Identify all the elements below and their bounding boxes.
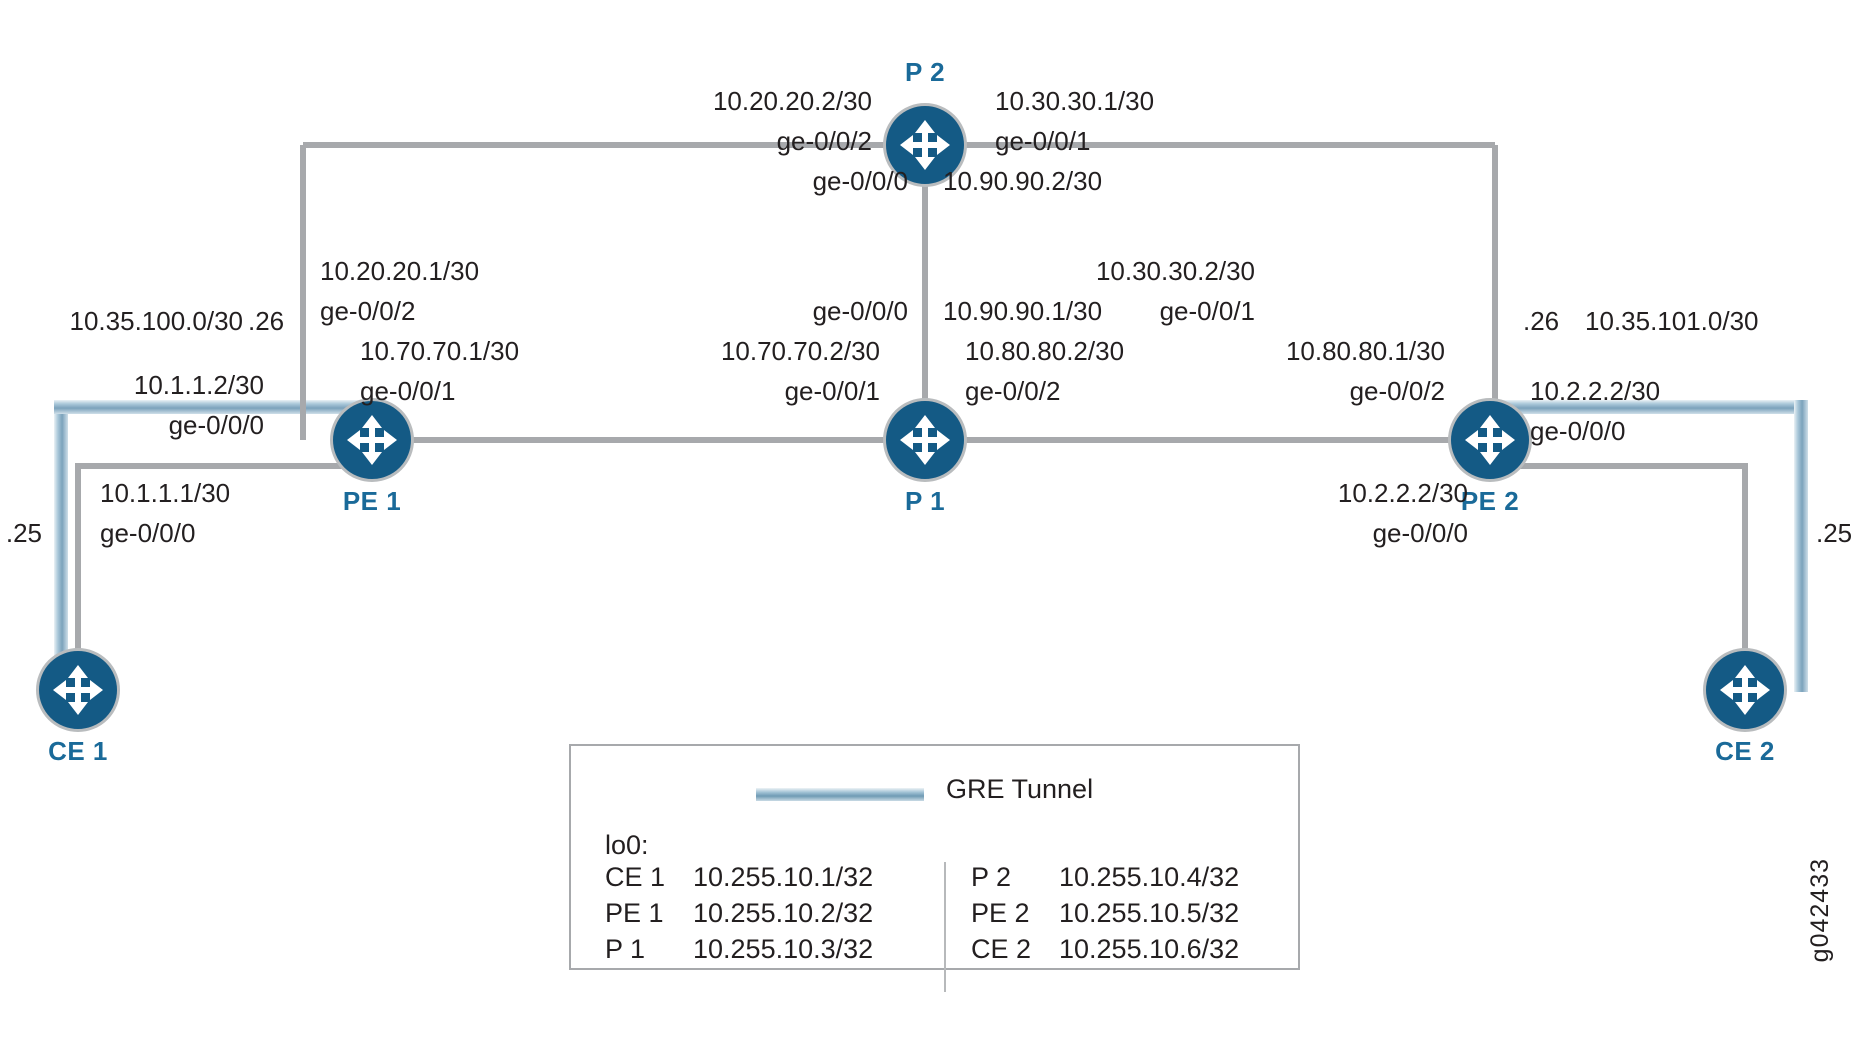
legend-address: 10.255.10.2/32 — [693, 898, 874, 928]
label-p1-up-interface: ge-0/0/0 — [812, 296, 908, 326]
label-p1-right-address: 10.80.80.2/30 — [965, 336, 1125, 366]
legend-device: CE 2 — [971, 934, 1032, 964]
router-icon — [900, 120, 950, 170]
legend-row: PE 1 10.255.10.2/32 — [605, 898, 873, 934]
label-pe2-left-address: 10.80.80.1/30 — [1285, 336, 1445, 366]
legend-panel: GRE Tunnel lo0: CE 1 10.255.10.1/32 PE 1… — [569, 744, 1300, 992]
gre-tunnel-pe2-ce2 — [1490, 400, 1808, 692]
label-pe1-gre-network: 10.35.100.0/30 — [69, 306, 244, 336]
legend-address: 10.255.10.1/32 — [693, 862, 874, 892]
label-ce2-interface: ge-0/0/0 — [1372, 518, 1468, 548]
legend-address: 10.255.10.3/32 — [693, 934, 874, 964]
label-p2-down-interface: ge-0/0/0 — [812, 166, 908, 196]
label-pe2-gre-host: .26 — [1523, 306, 1560, 336]
label-ce1-interface: ge-0/0/0 — [100, 518, 196, 548]
legend-lo0-heading: lo0: — [605, 830, 649, 860]
label-p1-left-interface: ge-0/0/1 — [784, 376, 880, 406]
label-pe1-right-interface: ge-0/0/1 — [360, 376, 456, 406]
legend-address: 10.255.10.6/32 — [1059, 934, 1240, 964]
node-label-ce1: CE 1 — [48, 736, 108, 766]
router-icon — [900, 415, 950, 465]
legend-device: CE 1 — [605, 862, 666, 892]
label-ce1-gre-host: .25 — [5, 518, 42, 548]
legend-gre-label: GRE Tunnel — [946, 774, 1094, 804]
router-disc — [883, 103, 967, 187]
node-label-pe2: PE 2 — [1460, 486, 1520, 516]
legend-row: PE 2 10.255.10.5/32 — [971, 898, 1239, 934]
label-pe2-up-interface: ge-0/0/1 — [1159, 296, 1255, 326]
node-label-ce2: CE 2 — [1715, 736, 1775, 766]
legend-column-divider — [944, 862, 946, 992]
label-pe1-gre-host: .26 — [248, 306, 285, 336]
label-p2-down-address: 10.90.90.2/30 — [943, 166, 1103, 196]
router-icon — [53, 665, 103, 715]
label-ce2-gre-host: .25 — [1816, 518, 1853, 548]
node-label-p1: P 1 — [904, 486, 946, 516]
legend-loopback-table-right: P 2 10.255.10.4/32 PE 2 10.255.10.5/32 C… — [971, 862, 1239, 970]
node-label-p2: P 2 — [904, 57, 946, 87]
label-pe1-right-address: 10.70.70.1/30 — [360, 336, 520, 366]
label-pe2-up-address: 10.30.30.2/30 — [1095, 256, 1255, 286]
label-pe2-right-interface: ge-0/0/0 — [1530, 416, 1626, 446]
label-pe1-up-address: 10.20.20.1/30 — [320, 256, 480, 286]
label-p1-right-interface: ge-0/0/2 — [965, 376, 1061, 406]
label-p2-left-address: 10.20.20.2/30 — [712, 86, 872, 116]
legend-device: PE 2 — [971, 898, 1030, 928]
legend-row: CE 1 10.255.10.1/32 — [605, 862, 873, 898]
figure-id-watermark: g042433 — [1806, 858, 1834, 963]
label-pe1-up-interface: ge-0/0/2 — [320, 296, 416, 326]
router-icon — [1720, 665, 1770, 715]
label-pe1-left-address: 10.1.1.2/30 — [133, 370, 264, 400]
legend-loopback-table-left: CE 1 10.255.10.1/32 PE 1 10.255.10.2/32 … — [605, 862, 873, 970]
gre-tunnel-ce1-pe1 — [54, 400, 372, 692]
label-ce1-address: 10.1.1.1/30 — [100, 478, 231, 508]
label-pe2-left-interface: ge-0/0/2 — [1349, 376, 1445, 406]
label-pe2-gre-network: 10.35.101.0/30 — [1585, 306, 1759, 336]
node-label-pe1: PE 1 — [342, 486, 402, 516]
legend-device: PE 1 — [605, 898, 664, 928]
label-pe2-right-address: 10.2.2.2/30 — [1530, 376, 1661, 406]
gre-tunnel-swatch — [756, 788, 924, 801]
label-ce2-address: 10.2.2.2/30 — [1337, 478, 1468, 508]
label-p1-up-address: 10.90.90.1/30 — [943, 296, 1103, 326]
router-icon — [347, 415, 397, 465]
link-ce1-pe1 — [75, 463, 372, 690]
label-p1-left-address: 10.70.70.2/30 — [720, 336, 880, 366]
router-disc — [36, 648, 120, 732]
legend-device: P 1 — [605, 934, 646, 964]
label-p2-right-interface: ge-0/0/1 — [995, 126, 1091, 156]
label-p2-left-interface: ge-0/0/2 — [776, 126, 872, 156]
router-icon — [1465, 415, 1515, 465]
legend-row: P 1 10.255.10.3/32 — [605, 934, 873, 970]
label-p2-right-address: 10.30.30.1/30 — [995, 86, 1155, 116]
legend-row: CE 2 10.255.10.6/32 — [971, 934, 1239, 970]
legend-address: 10.255.10.4/32 — [1059, 862, 1240, 892]
label-pe1-left-interface: ge-0/0/0 — [168, 410, 264, 440]
legend-address: 10.255.10.5/32 — [1059, 898, 1240, 928]
link-pe2-ce2 — [1490, 463, 1748, 690]
legend-device: P 2 — [971, 862, 1012, 892]
legend-row: P 2 10.255.10.4/32 — [971, 862, 1239, 898]
